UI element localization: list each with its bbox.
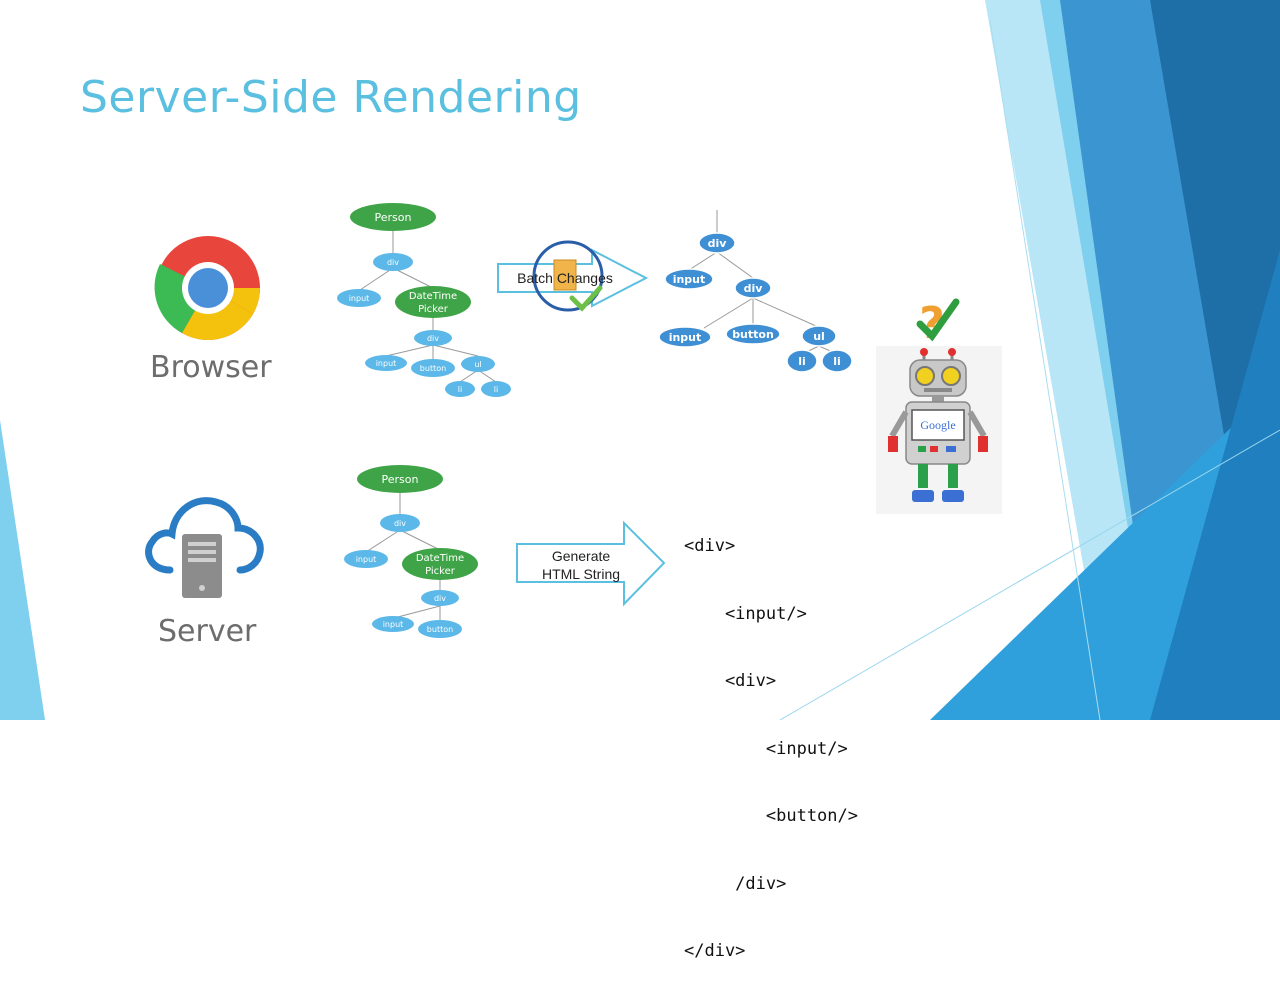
generate-label-line2: HTML String: [541, 566, 621, 582]
tree-node: [461, 356, 495, 372]
code-line: <button/>: [684, 806, 858, 826]
tree-node-label: button: [427, 625, 453, 634]
tree-node-label: div: [427, 334, 439, 343]
svg-text:DateTime: DateTime: [416, 553, 464, 564]
generate-label-line1: Generate: [551, 548, 611, 564]
code-line: </div>: [684, 941, 746, 961]
tree-node-label: Person: [375, 211, 412, 224]
tree-node-label: div: [708, 237, 728, 250]
batch-changes-label: Batch Changes: [517, 270, 613, 286]
generate-html-arrow: [516, 520, 666, 607]
batch-changes-arrow: [497, 240, 649, 312]
tree-node-label: input: [376, 359, 397, 368]
tree-node: [395, 286, 471, 318]
slide-title: Server-Side Rendering: [80, 72, 582, 123]
tree-node-label: input: [356, 555, 377, 564]
browser-label: Browser: [150, 350, 272, 385]
tree-node: [337, 289, 381, 307]
tree-node: [373, 253, 413, 271]
tree-node-label: div: [434, 594, 446, 603]
browser-component-tree: Person div input DateTime Picker div inp…: [337, 203, 511, 397]
tree-node-label: DateTime: [409, 291, 457, 302]
tree-node-label: button: [732, 328, 774, 341]
tree-node-label: ul: [474, 360, 481, 369]
tree-node: [365, 355, 407, 371]
server-label: Server: [158, 614, 257, 649]
tree-node-label: li: [458, 385, 462, 394]
tree-node: [350, 203, 436, 231]
tree-node-label: div: [394, 519, 406, 528]
tree-node: [481, 381, 511, 397]
chrome-logo-icon: [154, 236, 260, 340]
tree-node: [411, 359, 455, 377]
code-line: <div>: [684, 671, 777, 691]
tree-node-label: input: [673, 273, 706, 286]
tree-node-label: li: [833, 355, 841, 368]
code-line: <input/>: [684, 738, 848, 759]
robot-screen-text: Google: [920, 418, 955, 432]
server-cloud-icon: [145, 497, 264, 598]
code-line: /div>: [684, 873, 787, 894]
tree-node-label: Picker: [418, 304, 449, 315]
tree-node: [445, 381, 475, 397]
tree-node-label: div: [387, 258, 399, 267]
svg-text:Picker: Picker: [425, 566, 456, 577]
tree-node-label: Person: [382, 473, 419, 486]
code-line: <input/>: [684, 603, 807, 624]
tree-node-label: li: [494, 385, 498, 394]
tree-node-label: input: [383, 620, 404, 629]
document-check-icon: [532, 240, 604, 312]
tree-node: [414, 330, 452, 346]
generate-html-label: Generate HTML String: [522, 547, 640, 583]
tree-node-label: div: [744, 282, 764, 295]
robot-icon: ? Google: [876, 298, 1002, 514]
tree-node-label: ul: [813, 330, 825, 343]
tree-node-label: button: [420, 364, 446, 373]
html-code-block: <div> <input/> <div> <input/> <button/> …: [684, 490, 858, 985]
server-component-tree: Person div input DateTime Picker div inp…: [344, 465, 478, 638]
background-decoration: [0, 0, 1280, 720]
tree-node-label: li: [798, 355, 806, 368]
result-dom-tree: div input div input button ul li li: [658, 210, 853, 373]
tree-node-label: input: [349, 294, 370, 303]
code-line: <div>: [684, 536, 736, 556]
tree-node-label: input: [669, 331, 702, 344]
